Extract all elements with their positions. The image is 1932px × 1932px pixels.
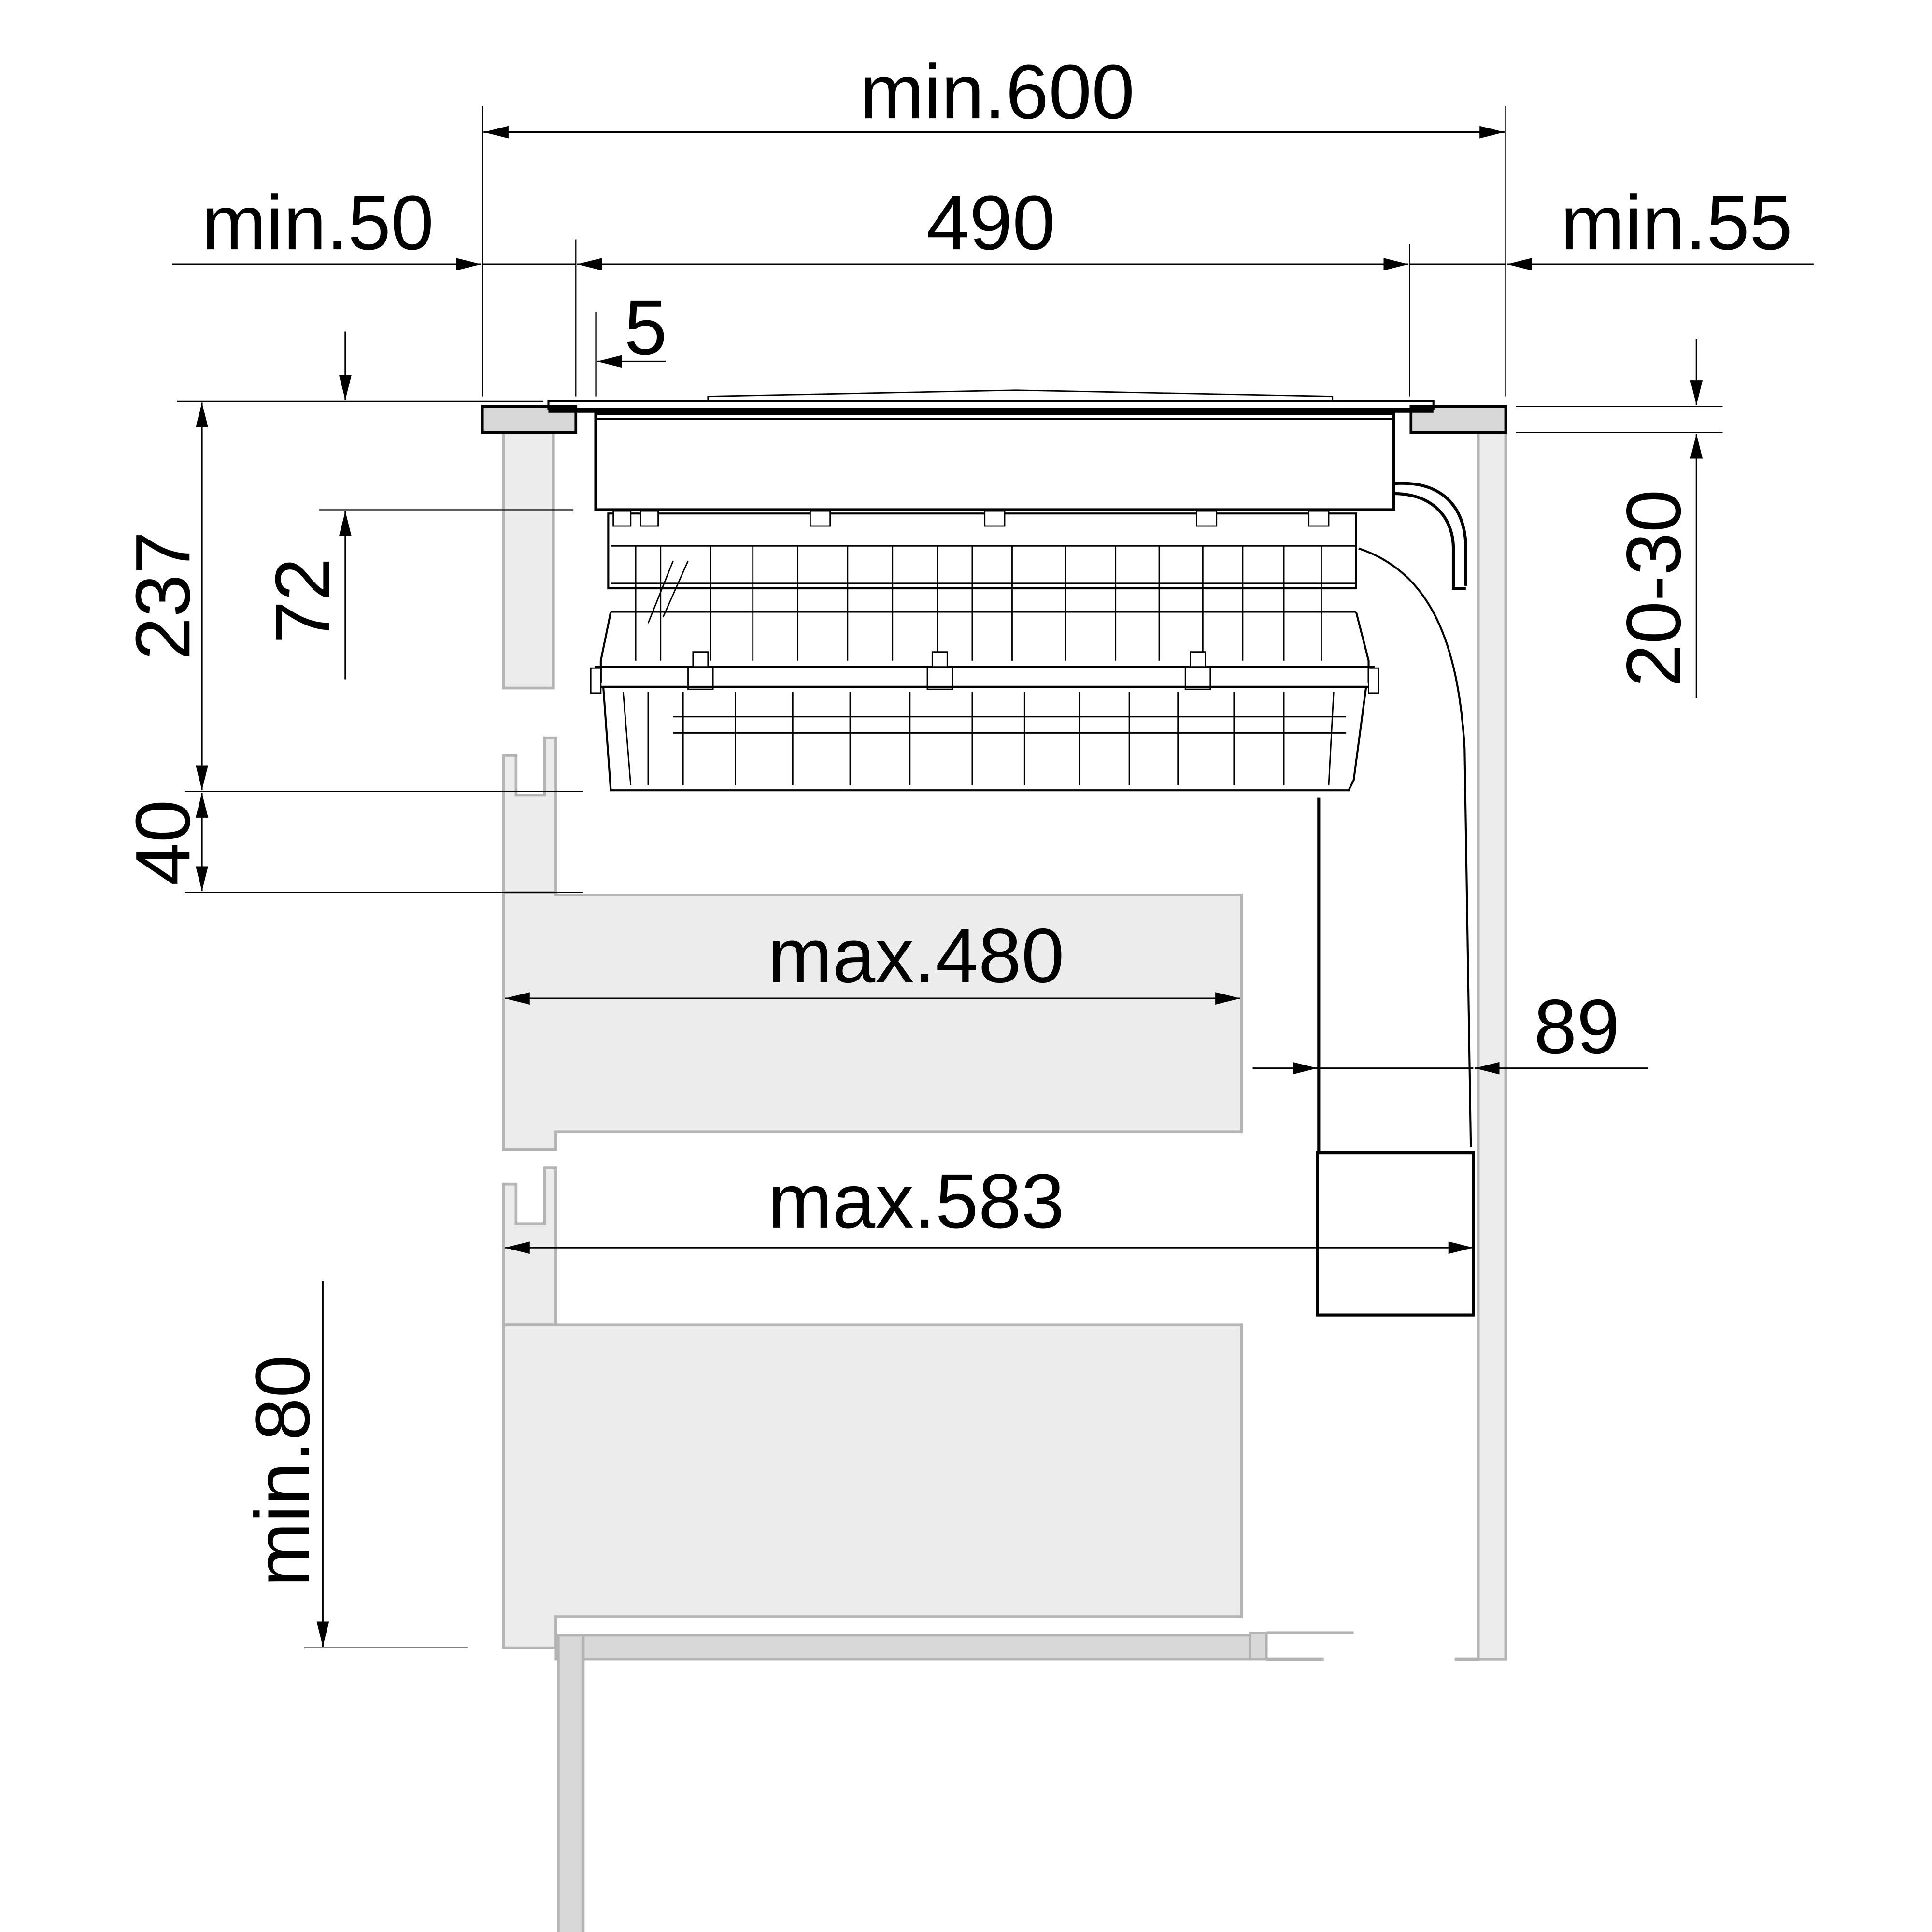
cabinet-structure — [502, 431, 1507, 1932]
dim-left-clearance: min.50 — [202, 179, 434, 266]
hob-extractor — [547, 389, 1475, 1317]
dim-right-clearance: min.55 — [1561, 179, 1792, 266]
top-drawer-rail — [502, 736, 557, 894]
bottom-drawer-rail — [502, 1166, 557, 1327]
dim-hob-depth: 72 — [259, 558, 345, 644]
duct-curve — [1358, 547, 1472, 1147]
dim-total-depth: 237 — [119, 531, 206, 660]
dim-plinth-height: min.80 — [239, 1355, 326, 1587]
filter-box — [1316, 1151, 1475, 1317]
dim-worktop-thickness: 20-30 — [1610, 489, 1697, 687]
dim-duct-width: 89 — [1534, 983, 1620, 1070]
rim-clips — [590, 651, 1379, 694]
dimensions: min.600 min.50 490 min.55 5 237 72 40 — [119, 48, 1814, 1648]
dim-cutout-offset: 5 — [624, 284, 667, 370]
bottom-drawer — [502, 1323, 1243, 1649]
extractor-grid-upper — [611, 545, 1356, 661]
worktop — [481, 405, 1507, 434]
top-drawer — [502, 891, 1243, 1151]
cabinet-bottom-edge — [1249, 1632, 1268, 1661]
left-panel-upper — [502, 431, 555, 690]
dim-bottom-drawer-depth: max.583 — [768, 1158, 1065, 1244]
plinth — [557, 1634, 585, 1932]
upper-clips — [612, 510, 1330, 527]
hob-glass — [547, 400, 1435, 410]
hob-body — [594, 412, 1395, 511]
power-cable — [1393, 482, 1467, 586]
extractor-grid-lower — [622, 692, 1347, 785]
cabinet-bottom — [554, 1634, 1251, 1661]
dim-cutout-width: 490 — [926, 179, 1055, 266]
extractor-basket-lower — [602, 685, 1367, 792]
dim-overall-width: min.600 — [860, 48, 1135, 135]
extractor-frame-upper — [607, 512, 1357, 590]
dim-drawer-gap: 40 — [119, 800, 206, 886]
dim-top-drawer-depth: max.480 — [768, 912, 1065, 999]
back-panel — [1477, 431, 1507, 1661]
hob-center-vent — [707, 389, 1334, 402]
